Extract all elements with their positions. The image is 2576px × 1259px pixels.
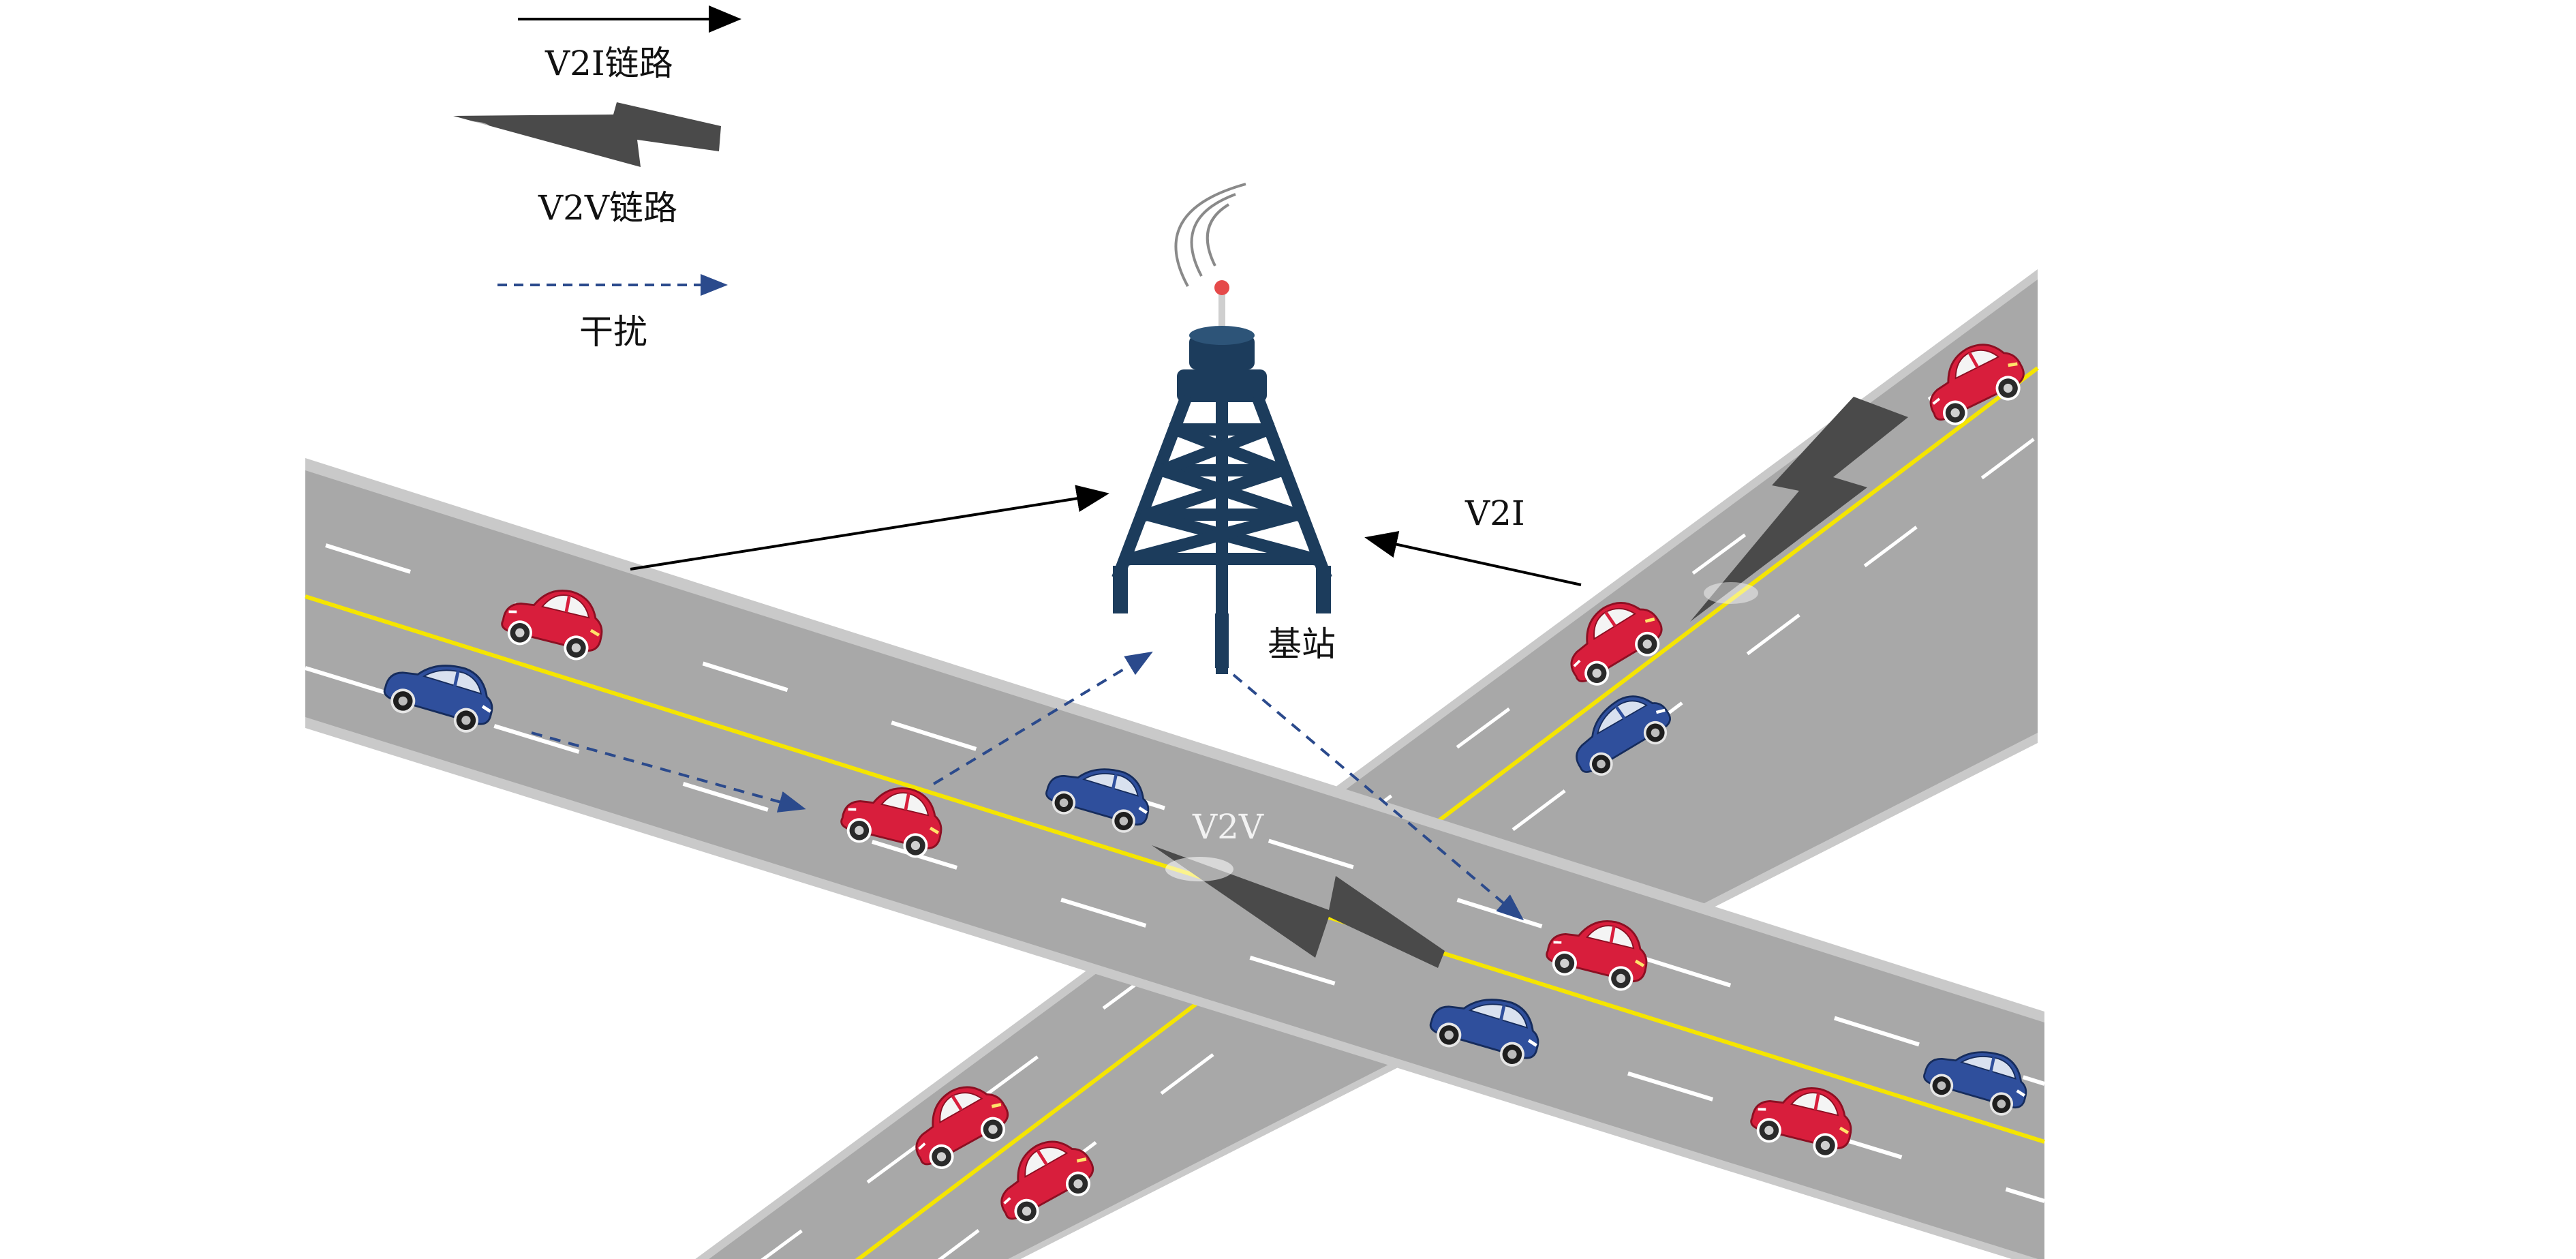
legend-lightning-bolt-icon — [450, 102, 721, 167]
legend-v2i-label: V2I链路 — [545, 44, 673, 83]
v2v-label: V2V — [1193, 807, 1264, 847]
tower-icon — [1111, 183, 1332, 674]
center-line — [855, 366, 2039, 1259]
lightning-bolt-icon — [1152, 845, 1445, 968]
base-station-label: 基站 — [1268, 624, 1336, 664]
lightning-bolt-icon — [1690, 397, 1908, 622]
dashed-arrow-icon — [531, 651, 1524, 921]
v2i-label: V2I — [1465, 494, 1525, 533]
signal-waves-icon — [1174, 183, 1246, 287]
legend-v2v-label: V2V链路 — [538, 188, 678, 228]
v2i-arrow-left — [630, 485, 1109, 571]
legend-interference-label: 干扰 — [579, 312, 647, 352]
v2i-arrow-right — [1364, 531, 1582, 586]
